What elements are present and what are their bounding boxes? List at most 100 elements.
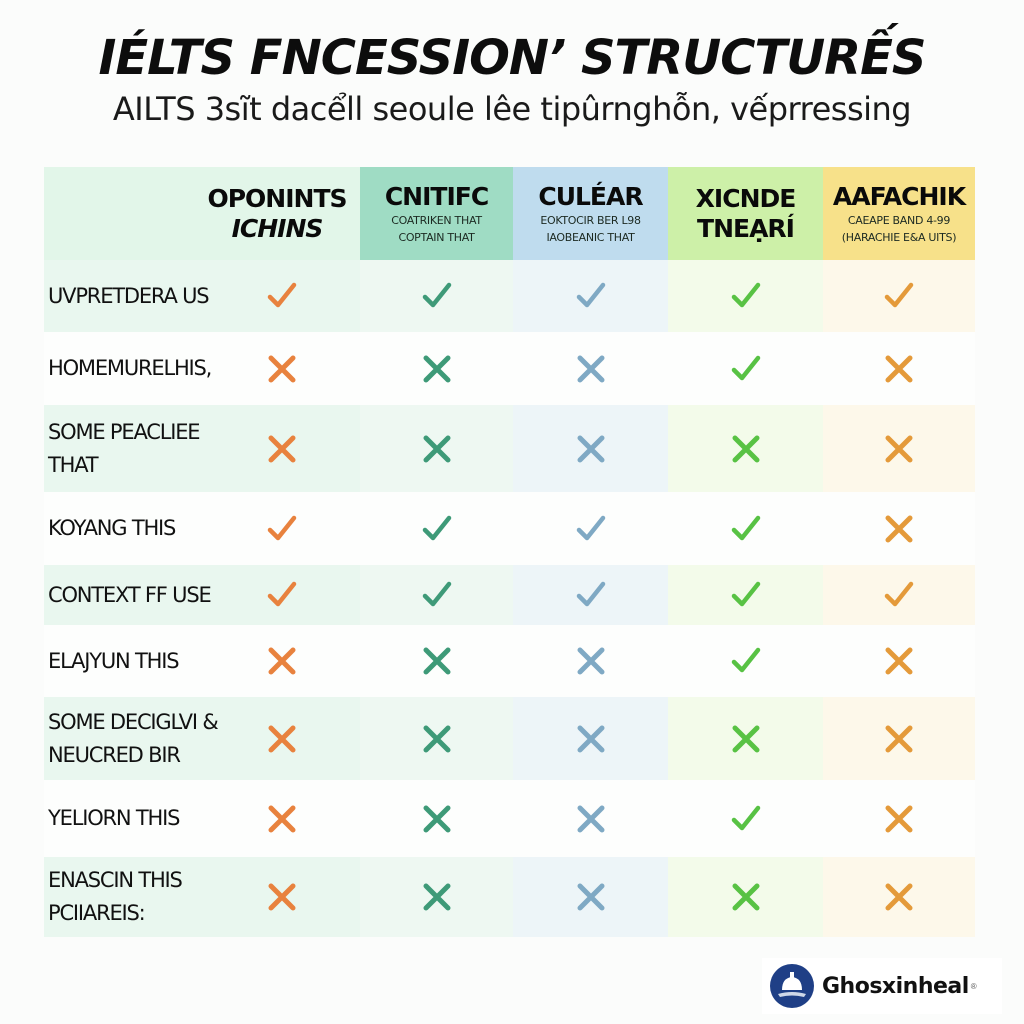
check-icon (571, 575, 611, 615)
cross-icon (262, 719, 302, 759)
header-column-aafachik: AAFACHIK CAEAPE BAND 4-99 (HARACHIE E&A … (823, 167, 975, 260)
table-cell (823, 492, 975, 565)
check-icon (262, 509, 302, 549)
cross-icon (417, 349, 457, 389)
check-icon (726, 349, 766, 389)
cross-icon (879, 719, 919, 759)
check-icon (417, 276, 457, 316)
table-cell (823, 405, 975, 492)
table-row: UVPRETDERA US (44, 260, 975, 332)
row-label-cell: UVPRETDERA US (44, 260, 360, 332)
table-cell (668, 625, 823, 697)
table-cell (513, 565, 668, 625)
cross-icon (417, 719, 457, 759)
header-label-line1: OPONINTS (207, 183, 347, 213)
table-cell (513, 697, 668, 780)
check-icon (879, 575, 919, 615)
table-cell (668, 492, 823, 565)
table-cell (668, 405, 823, 492)
header-title: AAFACHIK (832, 181, 966, 211)
cross-icon (879, 349, 919, 389)
cross-icon (726, 719, 766, 759)
table-cell (360, 405, 513, 492)
registered-mark: ® (970, 981, 977, 991)
page-title: IÉLTS FNCESSION’ STRUCTURẾS (98, 30, 926, 86)
table-cell (823, 260, 975, 332)
table-cell (668, 332, 823, 405)
table-cell (668, 780, 823, 857)
cross-icon (571, 349, 611, 389)
cross-icon (726, 429, 766, 469)
cross-icon (417, 429, 457, 469)
cross-icon (262, 641, 302, 681)
table-cell (513, 492, 668, 565)
header-sub2: COPTAIN THAT (398, 230, 475, 244)
header-title: CNITIFC (384, 181, 489, 211)
table-row: ENASCIN THIS PCIIAREIS: (44, 857, 975, 937)
cross-icon (879, 429, 919, 469)
header-title: XICNDE (695, 183, 797, 213)
row-label: SOME PEACLIEE THAT (48, 419, 201, 477)
check-icon (726, 641, 766, 681)
cross-icon (571, 641, 611, 681)
row-label: HOMEMURELHIS, (48, 356, 212, 380)
table-row: HOMEMURELHIS, (44, 332, 975, 405)
row-label: ELAJYUN THIS (48, 648, 180, 673)
page-subtitle: AILTS 3sĩt dacểll seoule lêe tipûrnghỗn,… (112, 90, 912, 128)
row-label: YELIORN THIS (48, 806, 180, 830)
cross-icon (726, 877, 766, 917)
cross-icon (879, 641, 919, 681)
check-icon (417, 575, 457, 615)
table-row: KOYANG THIS (44, 492, 975, 565)
table-cell (513, 857, 668, 937)
check-icon (726, 276, 766, 316)
row-label-cell: YELIORN THIS (44, 780, 360, 857)
cross-icon (571, 799, 611, 839)
row-label-cell: KOYANG THIS (44, 492, 360, 565)
table-cell (360, 492, 513, 565)
table-cell (360, 260, 513, 332)
table-cell (823, 697, 975, 780)
cross-icon (417, 641, 457, 681)
check-icon (571, 276, 611, 316)
header-column-culear: CULÉAR EOKTOCIR BER L98 IAOBEANIC THAT (513, 167, 668, 260)
table-row: ELAJYUN THIS (44, 625, 975, 697)
comparison-table: OPONINTS ICHINS CNITIFC COATRIKEN THAT C… (44, 167, 975, 937)
row-label: ENASCIN THIS PCIIAREIS: (48, 868, 183, 925)
check-icon (726, 799, 766, 839)
row-label-cell: SOME PEACLIEE THAT (44, 405, 360, 492)
brand-logo: Ghosxinheal ® (762, 958, 1002, 1014)
header-sub2: IAOBEANIC THAT (546, 230, 635, 244)
table-row: SOME DECIGLVI & NEUCRED BIR (44, 697, 975, 780)
table-cell (360, 565, 513, 625)
table-header-row: OPONINTS ICHINS CNITIFC COATRIKEN THAT C… (44, 167, 975, 260)
table-cell (823, 780, 975, 857)
cross-icon (571, 429, 611, 469)
cross-icon (262, 799, 302, 839)
table-cell (360, 857, 513, 937)
row-label: KOYANG THIS (48, 516, 176, 540)
row-label-cell: CONTEXT FF USE (44, 565, 360, 625)
table-cell (513, 780, 668, 857)
cross-icon (879, 509, 919, 549)
header-title: CULÉAR (538, 181, 643, 211)
check-icon (726, 509, 766, 549)
header-title-line2: TNEẠRÍ (697, 213, 795, 243)
table-cell (823, 625, 975, 697)
table-cell (360, 332, 513, 405)
row-label: SOME DECIGLVI & NEUCRED BIR (48, 709, 219, 767)
row-label-cell: ENASCIN THIS PCIIAREIS: (44, 857, 360, 937)
table-body: UVPRETDERA US HOMEMURELHIS, (44, 260, 975, 937)
row-label: UVPRETDERA US (48, 283, 210, 308)
table-cell (513, 332, 668, 405)
table-row: SOME PEACLIEE THAT (44, 405, 975, 492)
cross-icon (262, 877, 302, 917)
table-cell (360, 625, 513, 697)
table-cell (823, 565, 975, 625)
check-icon (417, 509, 457, 549)
cross-icon (879, 799, 919, 839)
check-icon (726, 575, 766, 615)
table-cell (360, 780, 513, 857)
table-cell (823, 332, 975, 405)
header-sub1: CAEAPE BAND 4-99 (847, 213, 951, 227)
